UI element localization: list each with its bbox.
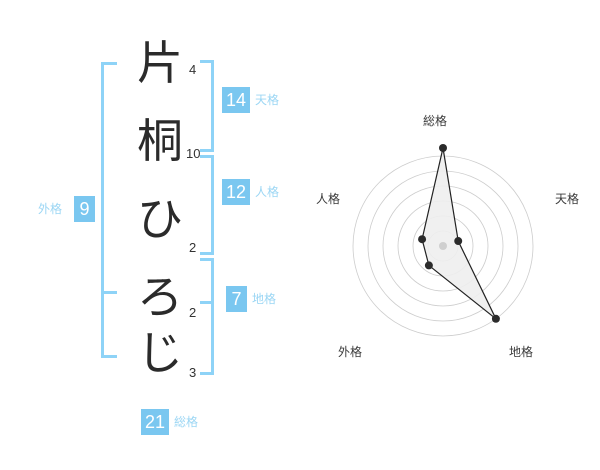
soukaku-badge[interactable]: 21 [141,409,169,435]
chikaku-badge-label: 地格 [252,292,277,306]
radar-point-天格 [454,237,463,246]
soukaku-badge-label: 総格 [174,415,199,429]
gokaku-radar-chart: 総格 天格 地格 外格 人格 [310,110,590,380]
radar-axis-label-chikaku: 地格 [509,345,534,359]
radar-axis-label-jinkaku: 人格 [316,192,341,206]
name-character-1: 片 [137,36,183,90]
stroke-count-3: 2 [189,240,197,255]
stroke-count-4: 2 [189,305,197,320]
radar-point-外格 [424,261,433,270]
tenkaku-bracket [200,60,214,152]
chikaku-bracket [200,258,214,375]
chikaku-badge[interactable]: 7 [226,286,247,312]
gaikaku-badge-label: 外格 [38,202,63,216]
radar-point-総格 [439,144,447,152]
gaikaku-badge[interactable]: 9 [74,196,95,222]
radar-chart-svg [352,144,534,337]
jinkaku-badge-label: 人格 [255,185,280,199]
gaikaku-bracket-tick [101,291,117,294]
gaikaku-bracket [101,62,117,358]
radar-center-dot [439,242,447,250]
stroke-count-1: 4 [189,62,197,77]
name-character-2: 桐 [137,114,183,168]
chikaku-bracket-tick [200,301,214,304]
stroke-count-2: 10 [186,146,201,161]
radar-point-地格 [491,314,500,323]
radar-data-points [418,144,500,323]
stroke-count-5: 3 [189,365,197,380]
tenkaku-badge[interactable]: 14 [222,87,250,113]
name-character-3: ひ [137,192,183,246]
radar-axis-label-tenkaku: 天格 [555,192,580,206]
radar-point-人格 [418,235,427,244]
radar-axis-label-gaikaku: 外格 [338,345,363,359]
jinkaku-bracket [200,155,214,255]
radar-data-polygon [421,147,497,320]
radar-axis-label-soukaku: 総格 [423,114,448,128]
tenkaku-badge-label: 天格 [255,93,280,107]
name-character-5: じ [137,326,183,380]
name-character-4: ろ [137,270,183,324]
radar-data-area [421,147,497,320]
jinkaku-badge[interactable]: 12 [222,179,250,205]
